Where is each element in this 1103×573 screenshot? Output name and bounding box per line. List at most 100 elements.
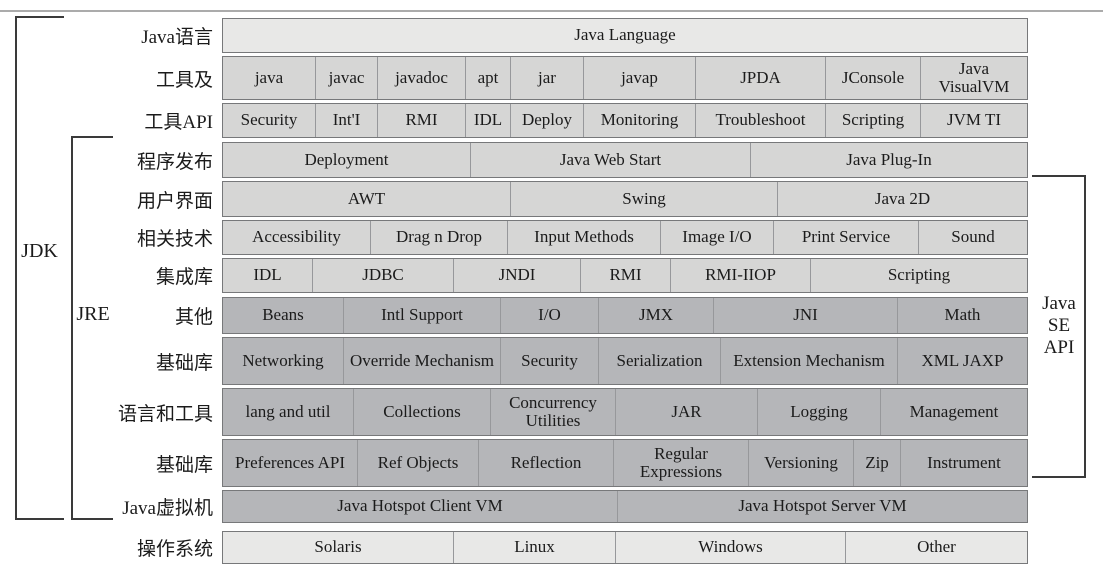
row-cells-java语言: Java Language — [222, 18, 1028, 53]
row-label-java虚拟机: Java虚拟机 — [122, 498, 213, 519]
cell-concurrency-utilities: Concurrency Utilities — [491, 389, 616, 435]
cell-javap: javap — [584, 57, 696, 99]
cell-javac: javac — [316, 57, 378, 99]
cell-jconsole: JConsole — [826, 57, 921, 99]
java-se-api-line3: API — [1043, 336, 1075, 358]
cell-beans: Beans — [223, 298, 344, 333]
cell-rmi: RMI — [581, 259, 671, 292]
cell-awt: AWT — [223, 182, 511, 216]
row-label-工具及: 工具及 — [155, 69, 213, 91]
cell-scripting: Scripting — [826, 104, 921, 137]
cell-scripting: Scripting — [887, 265, 951, 285]
cell-jar: jar — [511, 57, 584, 99]
cell-windows: Windows — [616, 532, 846, 563]
cell-input-methods: Input Methods — [508, 221, 661, 254]
jdk-label: JDK — [21, 240, 58, 262]
cell-java-hotspot-client-vm: Java Hotspot Client VM — [223, 491, 618, 522]
cell-instrument: Instrument — [927, 452, 1001, 472]
cell-i-o: I/O — [501, 298, 599, 333]
cell-reflection: Reflection — [479, 440, 614, 486]
row-label-基础库: 基础库 — [155, 454, 213, 476]
cell-linux: Linux — [454, 532, 616, 563]
cell-java: java — [223, 57, 316, 99]
cell-ref-objects: Ref Objects — [358, 440, 479, 486]
cell-drag-n-drop: Drag n Drop — [371, 221, 508, 254]
row-label-集成库: 集成库 — [155, 267, 213, 288]
cell-javadoc: javadoc — [378, 57, 466, 99]
table-row-java语言: Java语言 Java Language — [0, 18, 1103, 53]
cell-lang-and-util: lang and util — [223, 389, 354, 435]
cell-jmx: JMX — [599, 298, 714, 333]
java-se-api-line1: Java — [1042, 293, 1076, 314]
cell-idl: IDL — [223, 259, 313, 292]
cell-jni: JNI — [714, 298, 898, 333]
cell-management: Management — [909, 401, 999, 421]
cell-deploy: Deploy — [511, 104, 584, 137]
cell-print-service: Print Service — [774, 221, 919, 254]
top-rule-line — [0, 10, 1103, 12]
cell-sound: Sound — [951, 227, 995, 247]
cell-other: Other — [917, 537, 956, 557]
cell-jdbc: JDBC — [313, 259, 454, 292]
cell-logging: Logging — [758, 389, 881, 435]
jre-label: JRE — [76, 303, 110, 325]
cell-preferences-api: Preferences API — [223, 440, 358, 486]
cell-apt: apt — [466, 57, 511, 99]
java-se-api-label: Java SE API — [1030, 293, 1088, 359]
cell-troubleshoot: Troubleshoot — [696, 104, 826, 137]
jdk-bracket — [15, 16, 64, 520]
cell-override-mechanism: Override Mechanism — [344, 338, 501, 384]
cell-int-i: Int'I — [316, 104, 378, 137]
cell-collections: Collections — [354, 389, 491, 435]
cell-networking: Networking — [223, 338, 344, 384]
row-cells-java虚拟机: Java Hotspot Client VM Java Hotspot Serve… — [222, 490, 1028, 523]
cell-solaris: Solaris — [223, 532, 454, 563]
cell-java-2d: Java 2D — [874, 188, 931, 208]
cell-rmi: RMI — [378, 104, 466, 137]
cell-xml-jaxp: XML JAXP — [921, 350, 1004, 370]
cell-security: Security — [501, 338, 599, 384]
java-se-api-bracket — [1032, 175, 1086, 478]
cell-swing: Swing — [511, 182, 778, 216]
cell-java-hotspot-server-vm: Java Hotspot Server VM — [738, 496, 907, 516]
cell-java-visualvm: Java VisualVM — [938, 58, 1010, 96]
jre-bracket — [71, 136, 113, 520]
cell-math: Math — [944, 305, 981, 325]
row-label-java语言: Java语言 — [141, 27, 213, 48]
cell-extension-mechanism: Extension Mechanism — [721, 338, 898, 384]
cell-regular-expressions: Regular Expressions — [614, 440, 749, 486]
cell-idl: IDL — [466, 104, 511, 137]
row-label-工具api: 工具API — [144, 112, 213, 133]
cell-intl-support: Intl Support — [344, 298, 501, 333]
cell-accessibility: Accessibility — [223, 221, 371, 254]
java-se-api-line2: SE — [1047, 314, 1071, 336]
cell-deployment: Deployment — [223, 143, 471, 177]
row-label-操作系统: 操作系统 — [136, 539, 213, 560]
row-label-其他: 其他 — [174, 307, 213, 328]
cell-java-plug-in: Java Plug-In — [846, 149, 932, 169]
cell-jvm-ti: JVM TI — [947, 110, 1001, 130]
cell-monitoring: Monitoring — [584, 104, 696, 137]
cell-serialization: Serialization — [599, 338, 721, 384]
